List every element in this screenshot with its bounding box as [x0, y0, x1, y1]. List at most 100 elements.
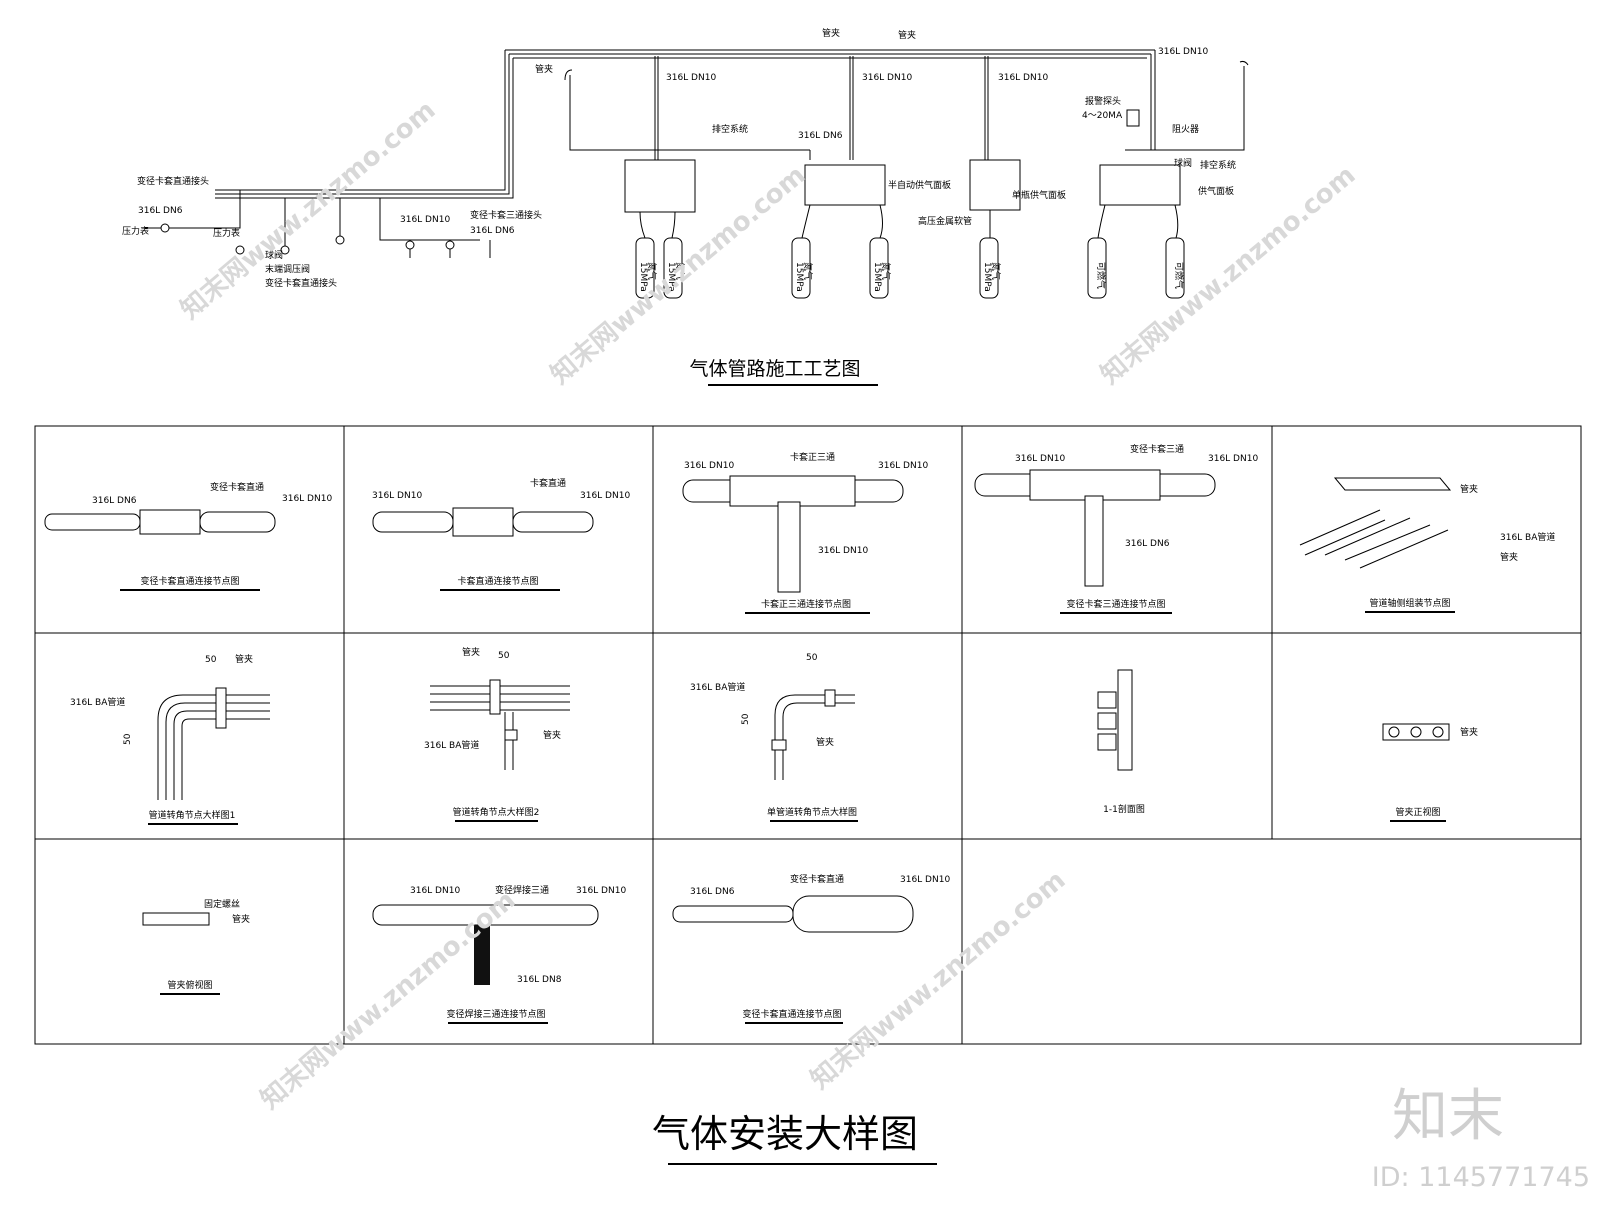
- detail-caption: 卡套正三通连接节点图: [761, 598, 851, 610]
- svg-text:15MPa: 15MPa: [638, 262, 648, 292]
- svg-text:氮气: 氮气: [990, 262, 1002, 280]
- detail-label: 50: [123, 733, 133, 745]
- detail-label: 50: [806, 653, 818, 663]
- detail-label: 316L DN10: [282, 494, 332, 504]
- detail-caption: 管道转角节点大样图2: [453, 806, 540, 818]
- cylinder-label: 可燃气: [1173, 262, 1185, 289]
- detail-cell-2: 316L DN10 卡套直通 316L DN10 卡套直通连接节点图: [372, 477, 630, 591]
- cylinder-pressure: 15MPa: [638, 262, 648, 292]
- label-reducer-straight: 变径卡套直通接头: [265, 277, 337, 289]
- label-reducer-straight: 变径卡套直通接头: [137, 175, 209, 187]
- detail-label: 50: [498, 651, 510, 661]
- process-diagram-title: 气体管路施工工艺图: [689, 358, 860, 380]
- label-pipe-spec: 316L DN6: [470, 226, 515, 236]
- detail-label: 316L DN6: [1125, 539, 1170, 549]
- svg-text:可燃气: 可燃气: [1173, 262, 1185, 289]
- panel-supply: [1099, 164, 1181, 206]
- detail-cell-4: 316L DN10 变径卡套三通 316L DN10 316L DN6 变径卡套…: [974, 443, 1258, 614]
- label-single-panel: 单瓶供气面板: [1012, 189, 1066, 201]
- detail-cell-10: 管夹 管夹正视图: [1382, 723, 1478, 822]
- detail-label: 316L DN10: [1208, 454, 1258, 464]
- panel-semi-auto: [804, 164, 886, 206]
- svg-text:氮气: 氮气: [674, 262, 686, 280]
- label-pipe-spec: 316L DN10: [998, 73, 1048, 83]
- detail-label: 卡套直通: [530, 477, 566, 489]
- label-supply-panel: 供气面板: [1198, 185, 1234, 197]
- cylinder-pressure: 15MPa: [872, 262, 882, 292]
- detail-label: 变径卡套直通: [210, 481, 264, 493]
- detail-label: 管夹: [232, 913, 250, 925]
- detail-caption: 管夹俯视图: [167, 979, 212, 991]
- detail-label: 316L DN10: [878, 461, 928, 471]
- detail-label: 管夹: [1460, 726, 1478, 738]
- label-semi-auto-panel: 半自动供气面板: [888, 179, 951, 191]
- detail-caption: 管道转角节点大样图1: [149, 809, 236, 821]
- process-diagram: 氮气 15MPa 氮气 15MPa 氮气 15MPa 氮气 15MPa 氮气 1…: [122, 27, 1249, 386]
- detail-label: 316L BA管道: [424, 739, 479, 751]
- cylinder-label: 氮气: [880, 262, 892, 280]
- detail-label: 316L DN10: [372, 491, 422, 501]
- cylinder-label: 氮气: [802, 262, 814, 280]
- detail-caption: 变径卡套直通连接节点图: [140, 575, 239, 587]
- watermark-logo: 知末: [1392, 1084, 1504, 1149]
- panel-single: [969, 159, 1021, 211]
- detail-cell-6: 316L BA管道 50 管夹 50 管道转角节点大样图1: [70, 653, 270, 825]
- label-pipe-spec: 316L DN10: [400, 215, 450, 225]
- label-ball-valve: 球阀: [1174, 157, 1192, 169]
- label-pipe-spec: 316L DN6: [138, 206, 183, 216]
- detail-label: 316L DN10: [1015, 454, 1065, 464]
- detail-label: 变径焊接三通: [495, 884, 549, 896]
- label-ball-valve: 球阀: [265, 249, 283, 261]
- label-reducer-tee: 变径卡套三通接头: [470, 209, 542, 221]
- label-pipe-spec: 316L DN10: [666, 73, 716, 83]
- panel-1: [624, 159, 696, 213]
- detail-label: 316L DN10: [576, 886, 626, 896]
- svg-text:氮气: 氮气: [880, 262, 892, 280]
- watermark-site: 知末网www.znzmo.com: [175, 95, 441, 325]
- detail-label: 316L BA管道: [1500, 531, 1555, 543]
- main-title: 气体安装大样图: [652, 1112, 918, 1156]
- svg-text:15MPa: 15MPa: [794, 262, 804, 292]
- label-clamp: 管夹: [535, 63, 553, 75]
- cylinder-pressure: 15MPa: [666, 262, 676, 292]
- detail-label: 316L DN10: [410, 886, 460, 896]
- cylinder-pressure: 15MPa: [794, 262, 804, 292]
- alarm-probe: [1126, 109, 1140, 127]
- detail-label: 50: [205, 655, 217, 665]
- detail-caption: 管夹正视图: [1395, 806, 1440, 818]
- label-pipe-spec: 316L DN10: [862, 73, 912, 83]
- cylinder-pressure: 15MPa: [982, 262, 992, 292]
- label-pipe-spec: 316L DN10: [1158, 47, 1208, 57]
- detail-caption: 单管道转角节点大样图: [767, 806, 857, 818]
- detail-cell-3: 316L DN10 卡套正三通 316L DN10 316L DN10 卡套正三…: [682, 451, 928, 614]
- detail-caption: 变径卡套三通连接节点图: [1066, 598, 1165, 610]
- label-pressure-gauge: 压力表: [122, 225, 149, 237]
- detail-cell-11: 固定螺丝 管夹 管夹俯视图: [142, 898, 250, 995]
- label-alarm-probe: 报警探头: [1085, 95, 1121, 107]
- detail-caption: 1-1剖面图: [1103, 803, 1145, 815]
- detail-caption: 变径焊接三通连接节点图: [446, 1008, 545, 1020]
- cylinder-label: 氮气: [646, 262, 658, 280]
- detail-label: 管夹: [816, 736, 834, 748]
- label-vent: 排空系统: [712, 123, 748, 135]
- label-pressure-gauge: 压力表: [213, 227, 240, 239]
- label-flame-arrester: 阻火器: [1172, 124, 1199, 135]
- detail-cell-9: 1-1剖面图: [1097, 669, 1145, 815]
- label-clamp: 管夹: [898, 29, 916, 41]
- detail-cell-1: 316L DN6 变径卡套直通 316L DN10 变径卡套直通连接节点图: [44, 481, 332, 591]
- valve-symbols: [160, 223, 455, 255]
- label-clamp: 管夹: [822, 27, 840, 39]
- detail-cell-12: 316L DN10 变径焊接三通 316L DN10 316L DN8 变径焊接…: [372, 884, 626, 1024]
- detail-label: 管夹: [235, 653, 253, 665]
- label-alarm-signal: 4～20MA: [1082, 111, 1123, 121]
- label-hp-hose: 高压金属软管: [918, 215, 972, 227]
- detail-label: 管夹: [462, 646, 480, 658]
- label-pipe-spec: 316L DN6: [798, 131, 843, 141]
- detail-label: 管夹: [543, 729, 561, 741]
- cylinder-label: 可燃气: [1095, 262, 1107, 289]
- detail-label: 316L BA管道: [70, 696, 125, 708]
- detail-caption: 卡套直通连接节点图: [457, 575, 538, 587]
- detail-label: 管夹: [1460, 483, 1478, 495]
- detail-label: 316L DN10: [684, 461, 734, 471]
